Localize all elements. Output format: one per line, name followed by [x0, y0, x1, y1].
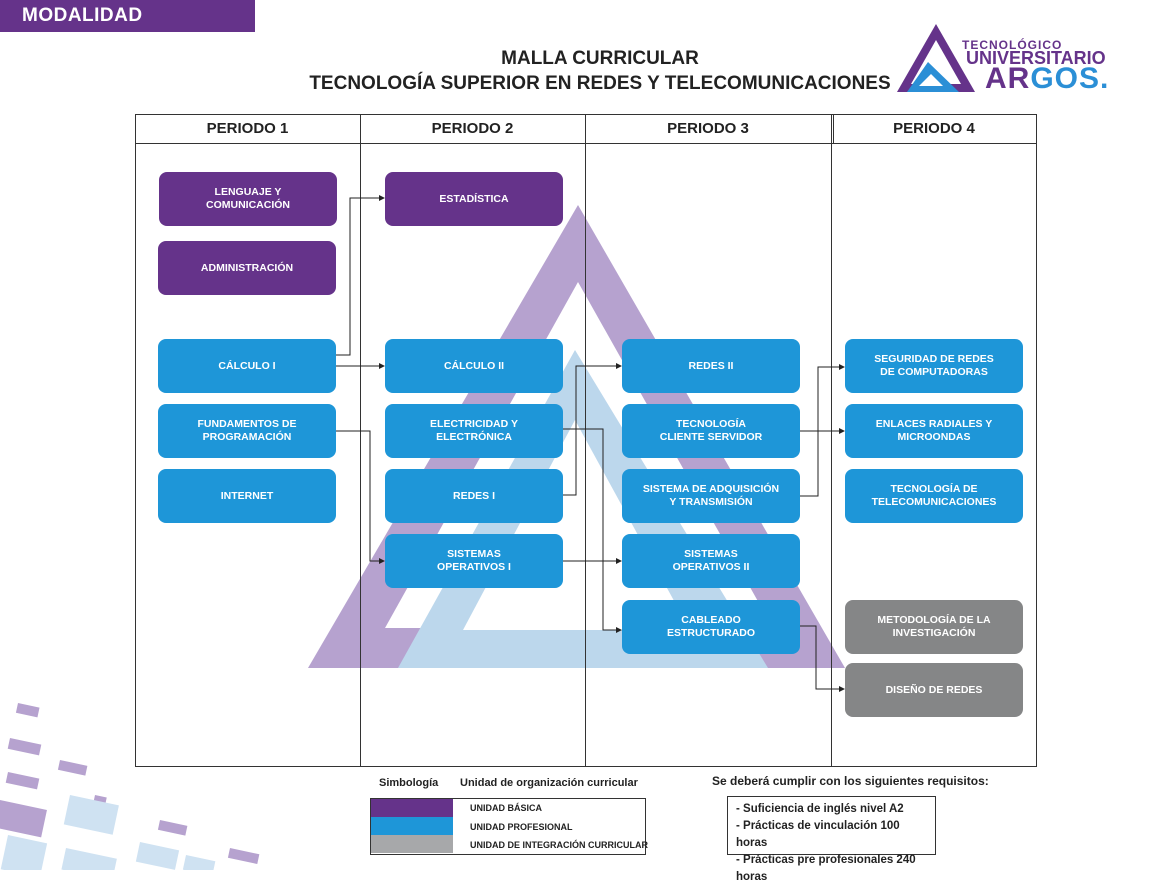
course-electricidad-electronica[interactable]: ELECTRICIDAD Y ELECTRÓNICA [385, 404, 563, 458]
modality-tag: MODALIDAD PRESENCIAL [0, 0, 255, 58]
page-subtitle: TECNOLOGÍA SUPERIOR EN REDES Y TELECOMUN… [309, 73, 891, 94]
legend-simbologia: Simbología [379, 777, 439, 789]
requirements-box: - Suficiencia de inglés nivel A2 - Práct… [727, 796, 936, 883]
course-sistemas-operativos-2[interactable]: SISTEMAS OPERATIVOS II [622, 534, 800, 588]
column-divider [585, 114, 586, 767]
stripe-decoration [0, 702, 260, 865]
course-fundamentos-programacion[interactable]: FUNDAMENTOS DE PROGRAMACIÓN [158, 404, 336, 458]
legend-swatch-basica [371, 799, 453, 817]
column-divider [831, 114, 832, 767]
course-diseno-redes[interactable]: DISEÑO DE REDES [845, 663, 1023, 717]
column-divider [833, 114, 834, 143]
logo-text-small: TECNOLÓGICO [962, 38, 1063, 52]
course-seguridad-redes[interactable]: SEGURIDAD DE REDES DE COMPUTADORAS [845, 339, 1023, 393]
legend-swatch-profesional [371, 817, 453, 835]
requirement-item: - Prácticas pre profesionales 240 horas [736, 854, 916, 883]
period-header-2: PERIODO 2 [431, 120, 514, 137]
course-calculo-1[interactable]: CÁLCULO I [158, 339, 336, 393]
requirements-heading: Se deberá cumplir con los siguientes req… [712, 774, 989, 788]
legend-unidad-heading: Unidad de organización curricular [460, 777, 638, 789]
legend-label-integracion: UNIDAD DE INTEGRACIÓN CURRICULAR [470, 840, 648, 850]
period-header-1: PERIODO 1 [206, 120, 289, 137]
course-redes-2[interactable]: REDES II [622, 339, 800, 393]
course-tecnologia-telecomunicaciones[interactable]: TECNOLOGÍA DE TELECOMUNICACIONES [845, 469, 1023, 523]
course-enlaces-radiales[interactable]: ENLACES RADIALES Y MICROONDAS [845, 404, 1023, 458]
logo-triangle-icon [897, 24, 975, 92]
course-adquisicion-transmision[interactable]: SISTEMA DE ADQUISICIÓN Y TRANSMISIÓN [622, 469, 800, 523]
column-divider [360, 114, 361, 767]
course-calculo-2[interactable]: CÁLCULO II [385, 339, 563, 393]
course-metodologia-investigacion[interactable]: METODOLOGÍA DE LA INVESTIGACIÓN [845, 600, 1023, 654]
course-administracion[interactable]: ADMINISTRACIÓN [158, 241, 336, 295]
legend-swatch-integracion [371, 835, 453, 853]
course-estadistica[interactable]: ESTADÍSTICA [385, 172, 563, 226]
header-divider [135, 143, 1037, 144]
requirement-item: - Suficiencia de inglés nivel A2 [736, 803, 904, 815]
logo-text-mid: UNIVERSITARIO [966, 48, 1106, 68]
course-cableado-estructurado[interactable]: CABLEADO ESTRUCTURADO [622, 600, 800, 654]
course-redes-1[interactable]: REDES I [385, 469, 563, 523]
period-header-4: PERIODO 4 [893, 120, 975, 137]
legend-label-profesional: UNIDAD PROFESIONAL [470, 822, 573, 832]
course-sistemas-operativos-1[interactable]: SISTEMAS OPERATIVOS I [385, 534, 563, 588]
period-header-3: PERIODO 3 [667, 120, 749, 137]
legend-label-basica: UNIDAD BÁSICA [470, 803, 542, 813]
course-cliente-servidor[interactable]: TECNOLOGÍA CLIENTE SERVIDOR [622, 404, 800, 458]
curriculum-grid [135, 114, 1037, 767]
requirement-item: - Prácticas de vinculación 100 horas [736, 820, 900, 849]
logo-ar: AR [985, 62, 1031, 95]
logo-text-big: ARGOS. [985, 62, 1109, 96]
course-lenguaje-comunicacion[interactable]: LENGUAJE Y COMUNICACIÓN [159, 172, 337, 226]
course-internet[interactable]: INTERNET [158, 469, 336, 523]
legend-box [370, 798, 646, 855]
logo-gos: GOS. [1030, 62, 1110, 95]
page-title: MALLA CURRICULAR [501, 48, 699, 69]
